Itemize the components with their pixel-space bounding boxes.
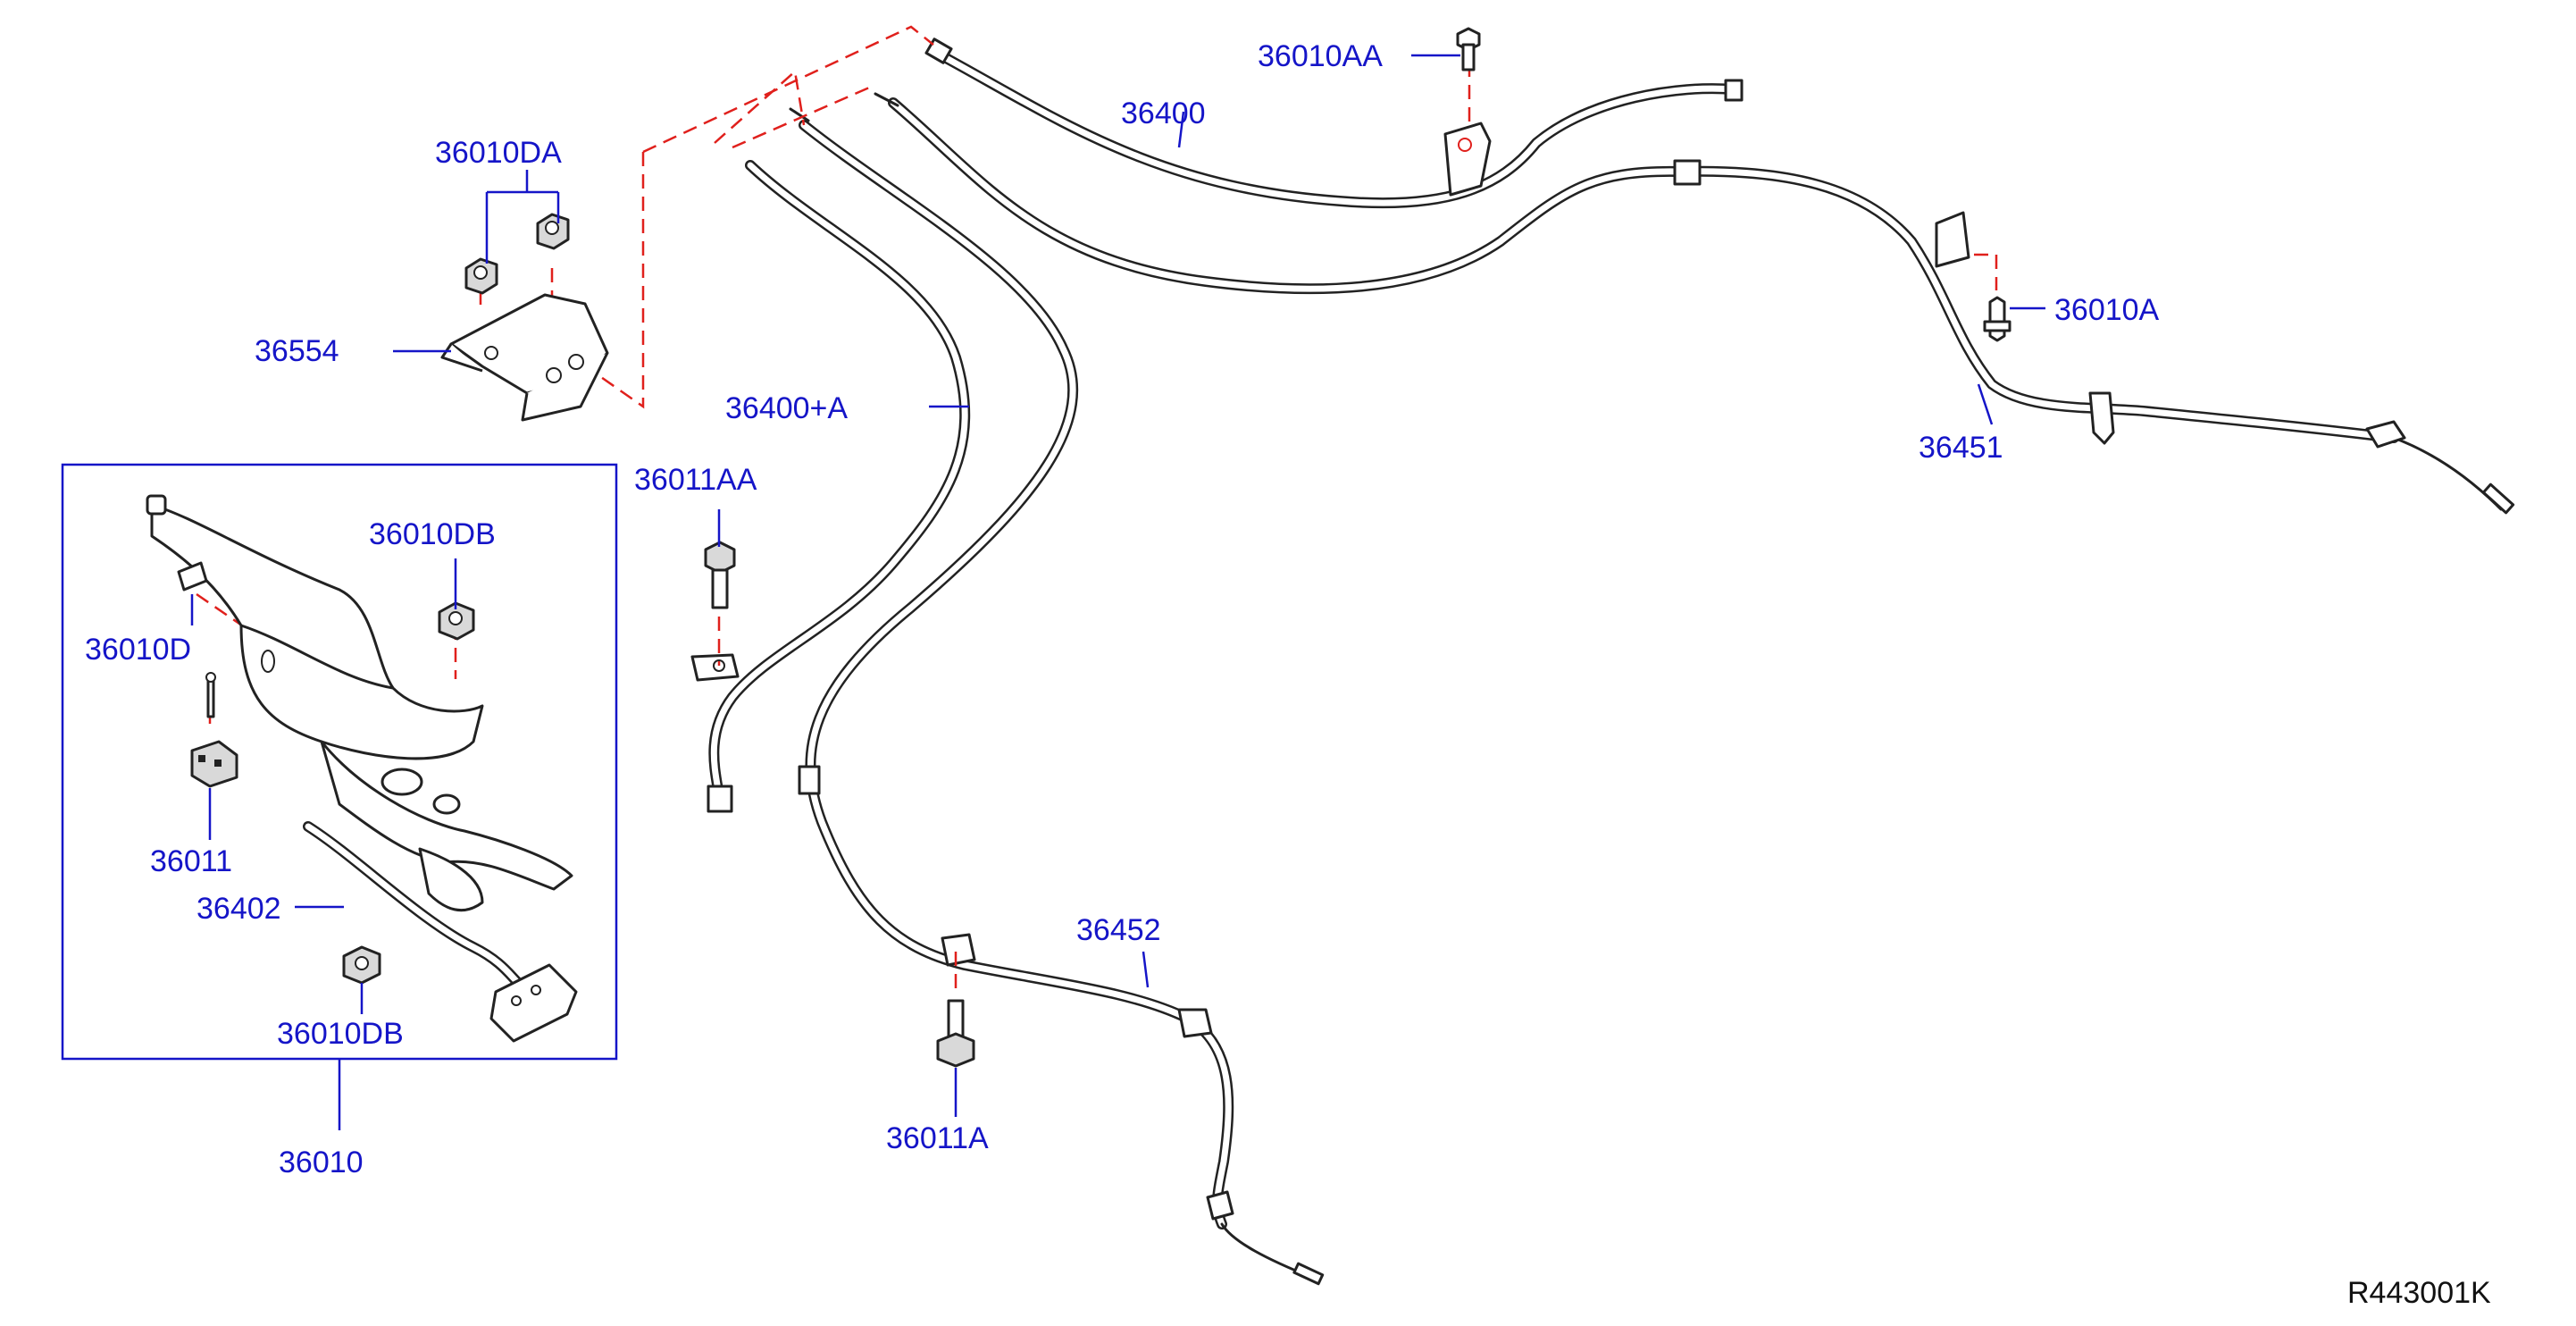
nut-36010DB-top[interactable]	[438, 601, 475, 641]
cable-36402[interactable]	[303, 821, 578, 1043]
cable-36452[interactable]	[789, 107, 1325, 1286]
cable-36451[interactable]	[1673, 159, 2515, 515]
bracket-36554[interactable]	[440, 293, 609, 422]
label-36011A: 36011A	[886, 1121, 989, 1155]
cable-36400-second[interactable]	[874, 92, 1685, 295]
nut-36010DB-bottom[interactable]	[342, 945, 381, 985]
label-36010DA: 36010DA	[435, 136, 562, 170]
nut-36010DA-right[interactable]	[536, 213, 570, 250]
bolt-36011A[interactable]	[936, 999, 975, 1068]
cable-36400-plus-a[interactable]	[690, 160, 971, 813]
leader-lines	[190, 54, 2045, 1130]
label-36010D: 36010D	[85, 633, 191, 667]
bolt-36010A[interactable]	[1983, 296, 2011, 342]
label-36452: 36452	[1076, 913, 1161, 947]
bracket-near-36010A[interactable]	[1935, 211, 1970, 268]
label-36400: 36400	[1121, 97, 1206, 130]
parking-brake-lever[interactable]	[146, 494, 573, 912]
label-36402: 36402	[197, 892, 281, 926]
label-36400-plus-a: 36400+A	[725, 391, 848, 425]
bolt-36011AA[interactable]	[704, 541, 736, 609]
switch-36010D[interactable]	[177, 561, 208, 592]
label-36010DB-bottom: 36010DB	[277, 1017, 404, 1051]
label-36554: 36554	[255, 334, 339, 368]
nut-36010DA-left[interactable]	[464, 257, 498, 295]
label-36010: 36010	[279, 1146, 364, 1179]
label-36011AA: 36011AA	[634, 463, 757, 497]
bolt-36010AA[interactable]	[1443, 27, 1492, 197]
label-36010DB-top: 36010DB	[369, 517, 496, 551]
label-36451: 36451	[1919, 431, 2003, 465]
label-36010A: 36010A	[2054, 293, 2160, 327]
reference-code: R443001K	[2347, 1276, 2491, 1310]
label-36010AA: 36010AA	[1258, 39, 1383, 73]
label-36011: 36011	[150, 844, 232, 878]
switch-36011[interactable]	[190, 672, 238, 788]
